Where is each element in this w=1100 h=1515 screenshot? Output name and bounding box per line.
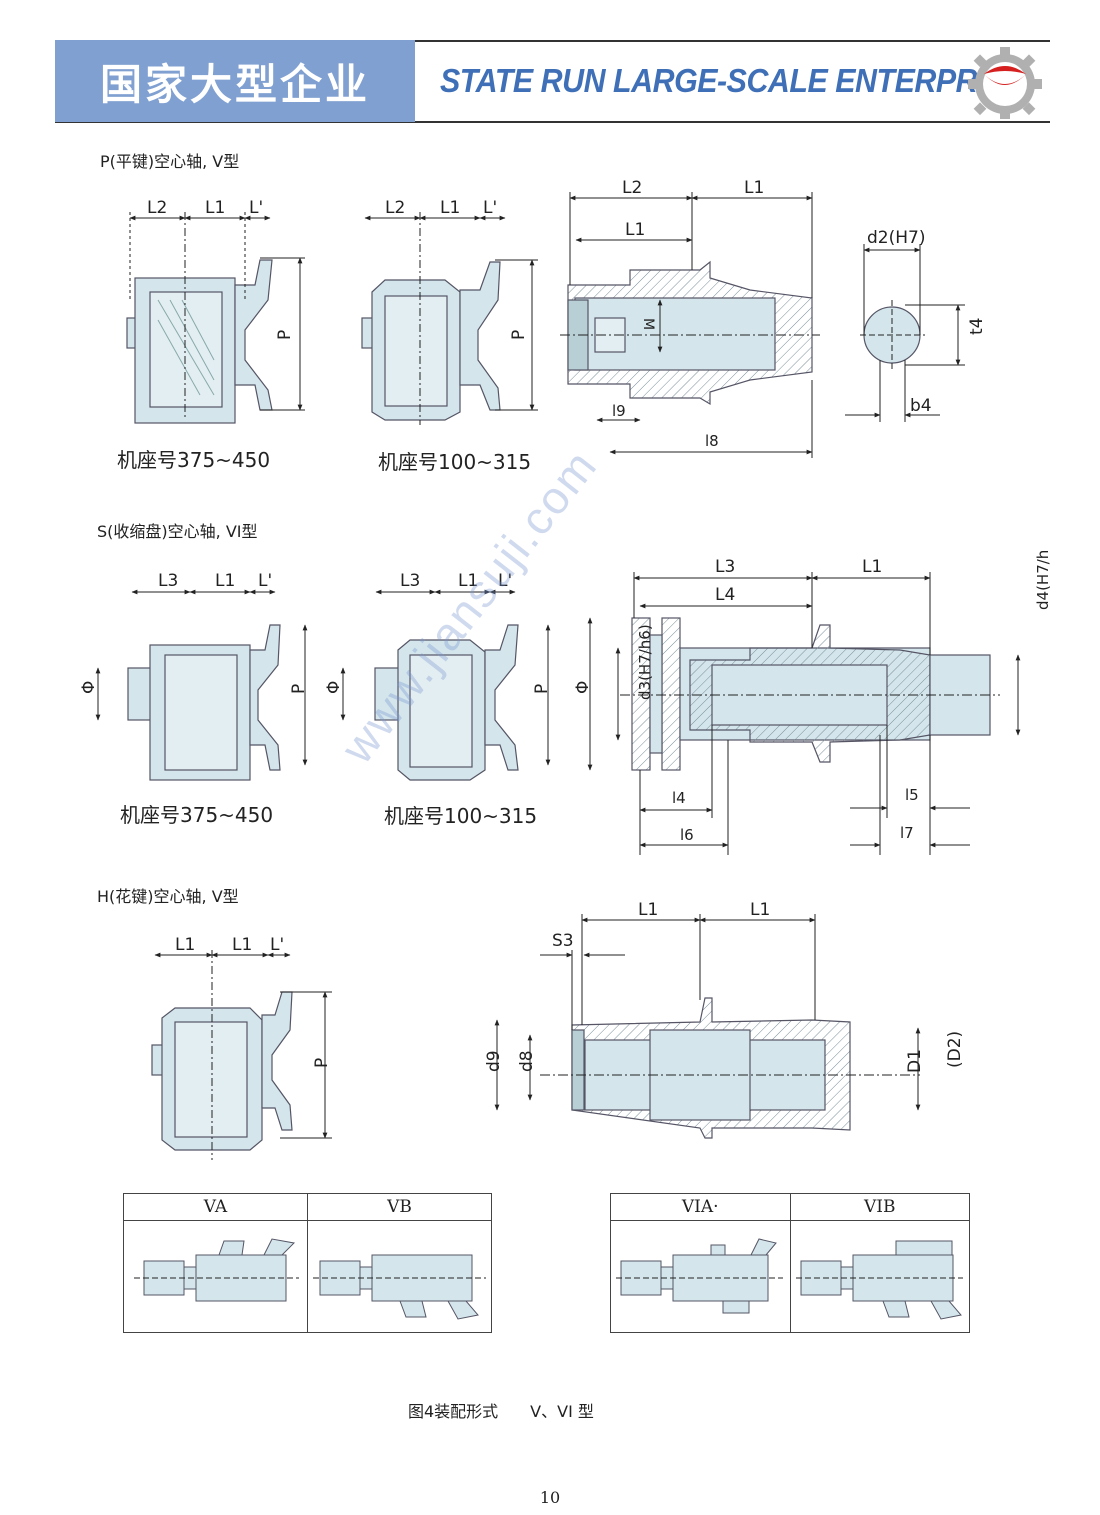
reducer-body-100-315	[361, 261, 501, 421]
dim-m: M	[640, 318, 656, 330]
dim-l5: l5	[905, 786, 919, 804]
dim-s3: S3	[552, 931, 574, 951]
dim-d4: d4(H7/h6)	[1034, 550, 1052, 610]
assembly-table-v: VA VB	[123, 1193, 492, 1333]
section-p-title: P(平键)空心轴, V型	[100, 152, 240, 171]
header-title-cn-box: 国家大型企业	[55, 40, 415, 122]
dim-l8: l8	[705, 432, 719, 450]
dim-l7: l7	[900, 824, 914, 842]
gear-logo-icon	[968, 47, 1042, 119]
dim-l1-right: L1	[440, 198, 460, 218]
dim-l4: l4	[672, 789, 686, 807]
header-title-cn: 国家大型企业	[99, 59, 370, 109]
figure-caption: 图4装配形式 V、VI 型	[408, 1402, 594, 1421]
dim-l3-s-left: L3	[158, 571, 178, 591]
shrink-disc-shaft-section	[631, 617, 991, 771]
dim-lp-s-left: L'	[258, 571, 272, 591]
reducer-body-h	[151, 991, 293, 1151]
assembly-vib-icon	[795, 1240, 963, 1320]
dim-l1-h-b: L1	[232, 935, 252, 955]
dim-d2-paren: (D2)	[945, 1031, 965, 1068]
header-top-rule	[55, 40, 1050, 42]
dim-l9: l9	[612, 402, 626, 420]
assembly-cell-via: VIA·	[611, 1194, 791, 1332]
hollow-shaft-p-section	[567, 260, 813, 406]
dim-d2: d2(H7)	[867, 228, 925, 248]
header-bottom-rule	[55, 121, 1050, 123]
dim-t4: t4	[967, 318, 987, 335]
dim-l2-shaft: L2	[622, 178, 642, 198]
caption-p-100-315: 机座号100~315	[378, 450, 532, 474]
section-h-title: H(花键)空心轴, V型	[97, 887, 239, 906]
caption-p-375-450: 机座号375~450	[117, 448, 271, 472]
caption-s-100-315: 机座号100~315	[384, 804, 538, 828]
assembly-va-icon	[134, 1238, 299, 1302]
dim-l1-h-a: L1	[175, 935, 195, 955]
dim-lp-h: L'	[270, 935, 284, 955]
dim-d1: D1	[905, 1049, 925, 1073]
dim-d3: d3(H7/h6)	[636, 624, 654, 700]
dim-p-h: P	[312, 1058, 332, 1068]
dim-l2-left: L2	[147, 198, 167, 218]
section-s-title: S(收缩盘)空心轴, VI型	[97, 522, 258, 541]
reducer-body-375-450	[126, 259, 273, 424]
assembly-via-icon	[616, 1238, 783, 1314]
dim-p-right: P	[509, 330, 529, 340]
assembly-table-vi: VIA· VIB	[610, 1193, 970, 1333]
spline-shaft-section	[571, 997, 851, 1139]
assembly-cell-vib: VIB	[790, 1194, 969, 1332]
dim-p-left: P	[275, 330, 295, 340]
dim-l3-s-right: L3	[400, 571, 420, 591]
dim-phi-s-right: Φ	[324, 681, 344, 694]
assembly-label-va: VA	[124, 1194, 307, 1221]
section-h-drawings: L1 L1 L' P L1 L1 S3 d9 d8 D1 (D2)	[151, 900, 965, 1160]
page-number: 10	[539, 1488, 561, 1507]
dim-lp-s-right: L'	[498, 571, 512, 591]
reducer-body-s-375-450	[127, 624, 281, 781]
dim-phi-s-left: Φ	[79, 681, 99, 694]
dim-p-s-left: P	[289, 684, 309, 694]
dim-l1-shaft-inner: L1	[625, 220, 645, 240]
assembly-cell-va: VA	[124, 1194, 308, 1332]
dim-lp-left: L'	[249, 198, 263, 218]
dim-d9: d9	[484, 1050, 504, 1072]
assembly-vb-icon	[313, 1254, 486, 1320]
assembly-cell-vb: VB	[308, 1194, 491, 1332]
reducer-body-s-100-315	[374, 624, 519, 781]
dim-l1-s-left: L1	[215, 571, 235, 591]
dim-l3-shaft: L3	[715, 557, 735, 577]
dim-l1-shaft: L1	[744, 178, 764, 198]
dim-lp-right: L'	[483, 198, 497, 218]
dim-l6: l6	[680, 826, 694, 844]
dim-d8: d8	[517, 1050, 537, 1072]
dim-p-s-right: P	[532, 684, 552, 694]
section-s-drawings: L3 L1 L' Φ P L3 L1 L' Φ P	[79, 550, 1052, 855]
dim-l1-h-shaft-b: L1	[750, 900, 770, 920]
caption-s-375-450: 机座号375~450	[120, 803, 274, 827]
dim-l1-left: L1	[205, 198, 225, 218]
section-p-drawings: L2 L1 L' P L2 L1 L' P L2 L1 L1 M l9 l8	[126, 178, 987, 458]
dim-l2-right: L2	[385, 198, 405, 218]
dim-l4-cap: L4	[715, 585, 735, 605]
dim-l1-h-shaft-a: L1	[638, 900, 658, 920]
dim-l1-shaft-s: L1	[862, 557, 882, 577]
dim-b4: b4	[910, 396, 932, 416]
dim-phi-shaft: Φ	[573, 681, 593, 694]
assembly-label-vib: VIB	[790, 1194, 969, 1221]
dim-l1-s-right: L1	[458, 571, 478, 591]
header-title-en: STATE RUN LARGE-SCALE ENTERPRISE	[440, 62, 1025, 99]
assembly-label-vb: VB	[308, 1194, 491, 1221]
assembly-label-via: VIA·	[611, 1194, 790, 1221]
